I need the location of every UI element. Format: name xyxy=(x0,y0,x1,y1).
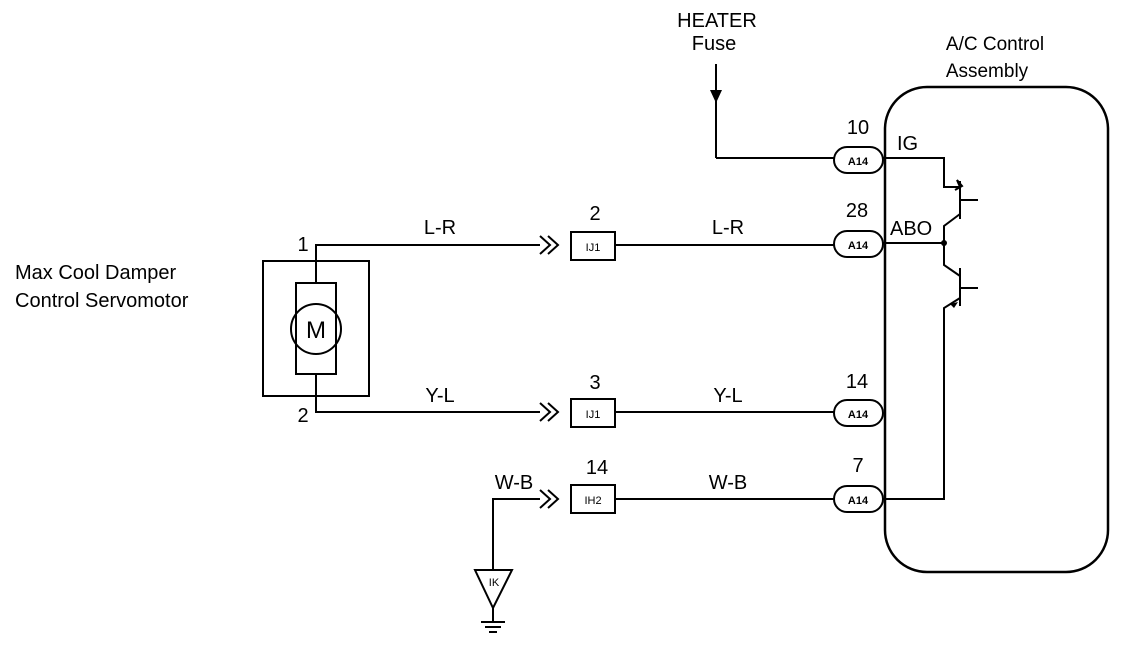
ground-icon xyxy=(473,569,514,633)
pin-28-number: 28 xyxy=(846,200,868,222)
ig-terminal-label: IG xyxy=(897,133,918,155)
wire-y-l-left xyxy=(315,374,540,413)
pin-10-connector xyxy=(833,146,884,174)
pin-10: 10 A14 xyxy=(833,117,884,174)
junction-ih2-label: IH2 xyxy=(584,495,601,507)
fuse-label: Fuse xyxy=(692,33,736,55)
transistor-circuit xyxy=(883,157,978,500)
servomotor-label-line2: Control Servomotor xyxy=(15,290,189,312)
servo-pin-2: 2 xyxy=(297,405,308,427)
junction-ij1-a-label: IJ1 xyxy=(586,242,601,254)
wire-l-r-chevron-1 xyxy=(539,235,552,255)
motor-symbol: M xyxy=(306,317,326,344)
wire-w-b-left-label: W-B xyxy=(495,472,534,494)
pin-28: 28 A14 xyxy=(833,200,884,258)
servo-pin-1: 1 xyxy=(297,234,308,256)
wire-y-l-left-label: Y-L xyxy=(425,385,454,407)
ac-assembly-title-line1: A/C Control xyxy=(946,34,1044,55)
wire-y-l-right-label: Y-L xyxy=(713,385,742,407)
wire-w-b-chevron-2 xyxy=(547,489,560,509)
motor-icon xyxy=(290,303,342,355)
heater-fuse-arrow xyxy=(710,64,722,158)
wire-l-r-left xyxy=(315,244,540,283)
ac-control-assembly-box xyxy=(883,85,1110,574)
pin-14-connector-label: A14 xyxy=(848,409,869,421)
wire-w-b-right-label: W-B xyxy=(709,472,748,494)
heater-label: HEATER xyxy=(677,10,757,32)
pin-7-connector-label: A14 xyxy=(848,495,869,507)
pin-7-number: 7 xyxy=(852,455,863,477)
pin-10-number: 10 xyxy=(847,117,869,139)
wire-w-b-chevron-1 xyxy=(539,489,552,509)
ground-label: IK xyxy=(489,577,500,589)
pin-10-connector-label: A14 xyxy=(848,156,869,168)
junction-ij1-b-pin: 3 xyxy=(589,372,600,394)
pin-14: 14 A14 xyxy=(833,371,884,427)
pin-14-number: 14 xyxy=(846,371,868,393)
ac-assembly-title-line2: Assembly xyxy=(946,61,1029,82)
wire-y-l-chevron-2 xyxy=(547,402,560,422)
wire-w-b-left xyxy=(492,498,540,570)
wire-l-r-chevron-2 xyxy=(547,235,560,255)
wire-l-r-left-label: L-R xyxy=(424,217,456,239)
wire-y-l-chevron-1 xyxy=(539,402,552,422)
abo-terminal-label: ABO xyxy=(890,218,932,240)
junction-ij1-a-pin: 2 xyxy=(589,203,600,225)
servomotor-label-line1: Max Cool Damper xyxy=(15,262,177,284)
pin-7: 7 A14 xyxy=(833,455,884,513)
junction-ij1-b-label: IJ1 xyxy=(586,409,601,421)
wire-l-r-right-label: L-R xyxy=(712,217,744,239)
junction-ih2-pin: 14 xyxy=(586,457,608,479)
pin-28-connector-label: A14 xyxy=(848,240,869,252)
